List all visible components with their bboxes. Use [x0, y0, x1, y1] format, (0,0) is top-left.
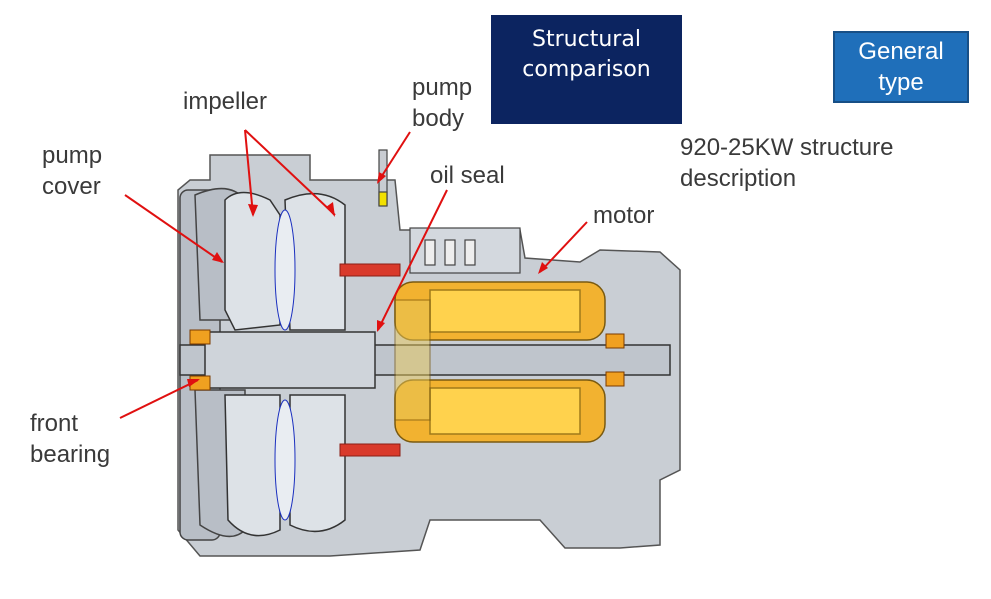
structural-comparison-button[interactable]: Structural comparison: [491, 15, 682, 124]
leader-lines: [119, 129, 588, 419]
terminal-box: [409, 227, 521, 274]
label-front-bearing: front bearing: [30, 410, 111, 468]
bearings: [189, 329, 625, 391]
seal-parts: [339, 263, 401, 457]
impeller-chambers: [224, 191, 346, 537]
motor-windings: [394, 281, 606, 443]
structure-description: 920-25KW structure description: [680, 134, 894, 192]
leader-arrowheads: [187, 172, 548, 387]
label-pump-cover: pump cover: [42, 142, 103, 200]
label-oil-seal: oil seal: [430, 162, 505, 189]
label-pump-body: pump body: [412, 74, 473, 132]
label-impeller: impeller: [183, 88, 268, 115]
general-type-button[interactable]: General type: [833, 31, 969, 103]
label-motor: motor: [593, 202, 655, 229]
